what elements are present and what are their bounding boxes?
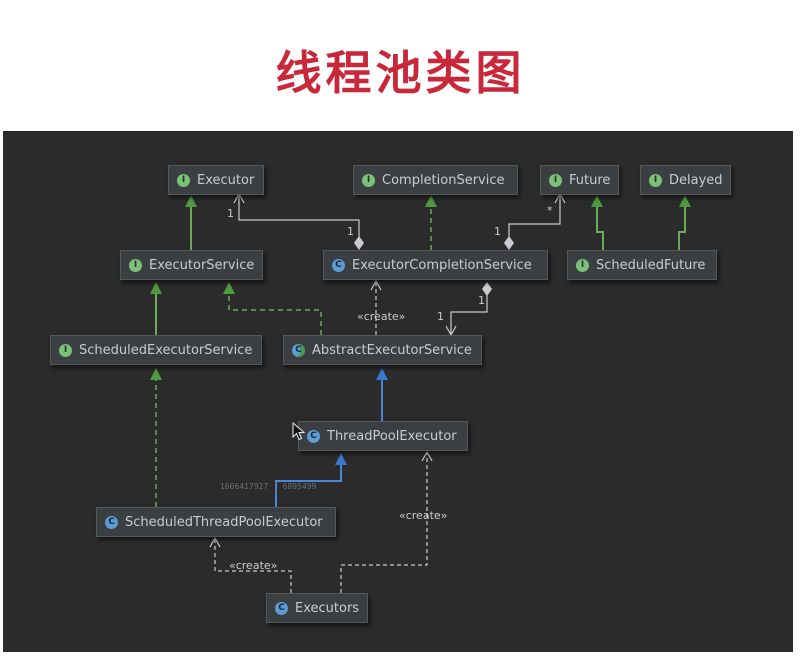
- edge-stpe-ses: [150, 368, 162, 507]
- create-stereotype-label: «create»: [399, 509, 448, 522]
- node-label: ExecutorService: [149, 257, 255, 273]
- node-executors[interactable]: C Executors: [266, 593, 368, 623]
- diagram-edges: [150, 192, 691, 593]
- page-title: 线程池类图: [275, 46, 526, 100]
- edge-scheduledfuture-future: [591, 195, 604, 250]
- abstract-class-icon: C: [292, 343, 305, 357]
- node-scheduled-thread-pool-executor[interactable]: C ScheduledThreadPoolExecutor: [96, 507, 336, 537]
- edge-aes-create-ecs: [370, 279, 382, 335]
- create-stereotype-label: «create»: [229, 559, 278, 572]
- edge-scheduledfuture-delayed: [678, 195, 691, 250]
- node-label: Delayed: [669, 172, 723, 188]
- multiplicity-label: *: [547, 204, 553, 217]
- node-delayed[interactable]: I Delayed: [640, 165, 731, 195]
- edge-tpe-aes: [376, 368, 388, 421]
- node-label: ExecutorCompletionService: [352, 257, 532, 273]
- edge-executors-create-tpe: [340, 450, 433, 593]
- edge-ecs-completionservice: [425, 195, 437, 250]
- create-stereotype-label: «create»: [357, 310, 406, 323]
- edge-aes-executorservice: [223, 282, 322, 335]
- node-scheduled-future[interactable]: I ScheduledFuture: [567, 250, 717, 280]
- node-thread-pool-executor[interactable]: C ThreadPoolExecutor: [298, 421, 468, 451]
- interface-icon: I: [177, 173, 190, 187]
- watermark-text: 1666417927 | 6895499: [220, 482, 317, 491]
- node-abstract-executor-service[interactable]: C AbstractExecutorService: [283, 335, 482, 365]
- multiplicity-label: 1: [347, 225, 354, 238]
- edge-stpe-tpe: [275, 453, 347, 507]
- node-scheduled-executor-service[interactable]: I ScheduledExecutorService: [50, 335, 262, 365]
- edge-executors-create-stpe: [209, 536, 292, 593]
- node-label: Executor: [197, 172, 255, 188]
- edge-executorservice-executor: [185, 195, 197, 250]
- multiplicity-label: 1: [494, 225, 501, 238]
- node-completion-service[interactable]: I CompletionService: [353, 165, 518, 195]
- node-label: ScheduledThreadPoolExecutor: [125, 514, 323, 530]
- class-icon: C: [275, 601, 288, 615]
- node-label: ThreadPoolExecutor: [327, 428, 457, 444]
- multiplicity-label: 1: [437, 310, 444, 323]
- node-label: ScheduledExecutorService: [79, 342, 253, 358]
- interface-icon: I: [129, 258, 142, 272]
- node-label: Executors: [295, 600, 360, 616]
- node-label: Future: [569, 172, 611, 188]
- class-icon: C: [332, 258, 345, 272]
- interface-icon: I: [59, 343, 72, 357]
- interface-icon: I: [549, 173, 562, 187]
- node-executor[interactable]: I Executor: [168, 165, 264, 195]
- edge-ecs-executor-aggregation: [233, 192, 364, 250]
- multiplicity-label: 1: [478, 294, 485, 307]
- mouse-pointer-icon: [292, 422, 306, 441]
- uml-class-diagram: 1 1 1 * 1 1 «create» «create» «create» 1…: [3, 131, 793, 652]
- node-executor-service[interactable]: I ExecutorService: [120, 250, 263, 280]
- interface-icon: I: [362, 173, 375, 187]
- interface-icon: I: [576, 258, 589, 272]
- class-icon: C: [307, 429, 320, 443]
- node-label: AbstractExecutorService: [312, 342, 472, 358]
- node-executor-completion-service[interactable]: C ExecutorCompletionService: [323, 250, 548, 280]
- node-label: ScheduledFuture: [596, 257, 706, 273]
- interface-icon: I: [649, 173, 662, 187]
- node-future[interactable]: I Future: [540, 165, 619, 195]
- edge-ses-executorservice: [150, 282, 162, 335]
- node-label: CompletionService: [382, 172, 505, 188]
- class-icon: C: [105, 515, 118, 529]
- multiplicity-label: 1: [227, 207, 234, 220]
- edge-ecs-future-aggregation: [504, 192, 566, 250]
- edge-ecs-aes-aggregation: [445, 282, 492, 337]
